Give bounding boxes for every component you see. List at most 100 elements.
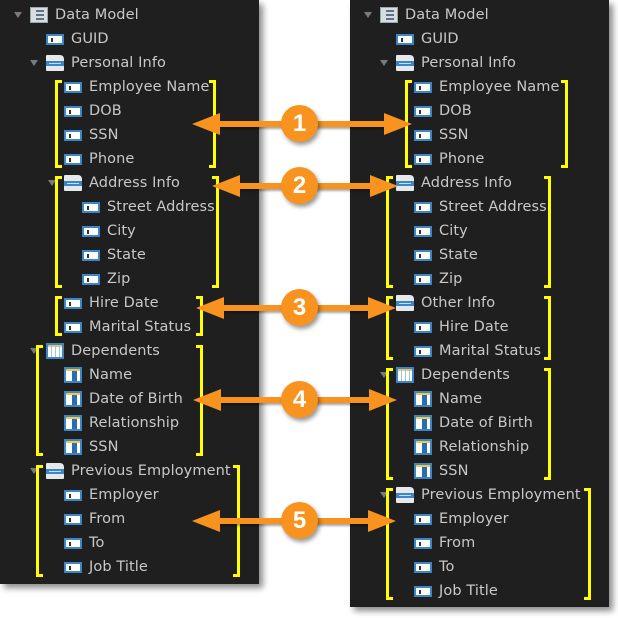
tree-item[interactable]: DOB — [64, 99, 122, 123]
expand-arrow-icon[interactable] — [14, 12, 22, 18]
tree-item[interactable]: Previous Employment — [30, 459, 231, 483]
tree-item[interactable]: SSN — [414, 459, 469, 483]
group-icon — [46, 55, 64, 71]
tree-item[interactable]: Previous Employment — [380, 483, 581, 507]
group-icon — [396, 295, 414, 311]
tree-item[interactable]: Address Info — [48, 171, 180, 195]
tree-item[interactable]: Data Model — [364, 3, 489, 27]
tree-item[interactable]: Personal Info — [380, 51, 516, 75]
tree-item[interactable]: Data Model — [14, 3, 139, 27]
tree-item[interactable]: From — [64, 507, 125, 531]
callout-number-badge: 4 — [281, 381, 318, 418]
left-group-3-bracket-left — [55, 296, 62, 336]
tree-item[interactable]: Personal Info — [30, 51, 166, 75]
tree-item[interactable]: SSN — [64, 435, 119, 459]
tree-item-label: City — [439, 223, 468, 239]
expand-arrow-icon[interactable] — [30, 468, 38, 474]
left-group-1-bracket-left — [55, 80, 62, 168]
right-group-3-bracket-right — [544, 296, 551, 360]
tree-item[interactable]: From — [414, 531, 475, 555]
tree-item[interactable]: Hire Date — [64, 291, 159, 315]
expand-arrow-icon[interactable] — [380, 492, 388, 498]
callout-number-badge: 5 — [281, 502, 318, 539]
tree-item[interactable]: Other Info — [396, 291, 495, 315]
tree-item[interactable]: Hire Date — [414, 315, 509, 339]
tree-item[interactable]: Dependents — [380, 363, 510, 387]
tree-item[interactable]: Phone — [414, 147, 484, 171]
group-icon — [396, 55, 414, 71]
tree-item[interactable]: Phone — [64, 147, 134, 171]
tree-item-label: Date of Birth — [89, 391, 183, 407]
tree-item-label: Relationship — [89, 415, 180, 431]
tree-item-label: Street Address — [107, 199, 215, 215]
expand-arrow-icon[interactable] — [364, 12, 372, 18]
column-icon — [64, 415, 82, 431]
callout-number-badge: 1 — [281, 105, 318, 142]
tree-item[interactable]: To — [64, 531, 104, 555]
right-group-5-bracket-left — [386, 488, 393, 600]
group-icon — [396, 487, 414, 503]
tree-item-label: DOB — [89, 103, 122, 119]
table-icon — [46, 343, 64, 359]
tree-item[interactable]: Name — [64, 363, 132, 387]
tree-item[interactable]: State — [414, 243, 478, 267]
field-icon — [64, 153, 82, 165]
field-icon — [64, 489, 82, 501]
field-icon — [414, 129, 432, 141]
tree-item-label: Hire Date — [89, 295, 159, 311]
column-icon — [414, 391, 432, 407]
tree-item-label: Zip — [107, 271, 131, 287]
tree-item[interactable]: Zip — [82, 267, 130, 291]
tree-item[interactable]: GUID — [396, 27, 459, 51]
tree-item[interactable]: Marital Status — [64, 315, 191, 339]
tree-item[interactable]: To — [414, 555, 454, 579]
expand-arrow-icon[interactable] — [30, 348, 38, 354]
tree-item-label: SSN — [89, 439, 119, 455]
tree-item-label: GUID — [421, 31, 459, 47]
expand-arrow-icon[interactable] — [380, 60, 388, 66]
tree-item[interactable]: Date of Birth — [414, 411, 533, 435]
tree-item[interactable]: Street Address — [82, 195, 215, 219]
tree-item-label: Data Model — [405, 7, 489, 23]
expand-arrow-icon[interactable] — [30, 60, 38, 66]
tree-item-label: To — [439, 559, 455, 575]
tree-item[interactable]: Job Title — [414, 579, 498, 603]
arrowhead-right-icon — [384, 113, 412, 135]
tree-item[interactable]: SSN — [64, 123, 119, 147]
tree-item[interactable]: City — [82, 219, 136, 243]
arrowhead-right-icon — [368, 510, 396, 532]
tree-item[interactable]: GUID — [46, 27, 109, 51]
tree-item[interactable]: Employee Name — [414, 75, 560, 99]
arrowhead-left-icon — [193, 389, 221, 411]
field-icon — [414, 81, 432, 93]
tree-item[interactable]: DOB — [414, 99, 472, 123]
tree-item[interactable]: Zip — [414, 267, 462, 291]
tree-item[interactable]: Address Info — [396, 171, 512, 195]
tree-item[interactable]: Street Address — [414, 195, 547, 219]
expand-arrow-icon[interactable] — [380, 372, 388, 378]
tree-item-label: Job Title — [439, 583, 498, 599]
tree-item-label: Dependents — [421, 367, 510, 383]
table-icon — [396, 367, 414, 383]
arrowhead-left-icon — [192, 113, 220, 135]
callout-number-badge: 2 — [281, 167, 318, 204]
tree-item[interactable]: City — [414, 219, 468, 243]
tree-item-label: City — [107, 223, 136, 239]
tree-item[interactable]: Employer — [64, 483, 159, 507]
tree-item[interactable]: Dependents — [30, 339, 160, 363]
group-icon — [46, 463, 64, 479]
tree-item[interactable]: State — [82, 243, 146, 267]
tree-item[interactable]: Name — [414, 387, 482, 411]
tree-item[interactable]: Relationship — [64, 411, 179, 435]
tree-item[interactable]: Employee Name — [64, 75, 210, 99]
tree-item[interactable]: Relationship — [414, 435, 529, 459]
callout-number-badge: 3 — [281, 289, 318, 326]
expand-arrow-icon[interactable] — [48, 180, 56, 186]
tree-item[interactable]: Marital Status — [414, 339, 541, 363]
field-icon — [64, 537, 82, 549]
tree-item-label: State — [439, 247, 478, 263]
tree-item[interactable]: Date of Birth — [64, 387, 183, 411]
tree-item[interactable]: SSN — [414, 123, 469, 147]
tree-item[interactable]: Employer — [414, 507, 509, 531]
tree-item[interactable]: Job Title — [64, 555, 148, 579]
